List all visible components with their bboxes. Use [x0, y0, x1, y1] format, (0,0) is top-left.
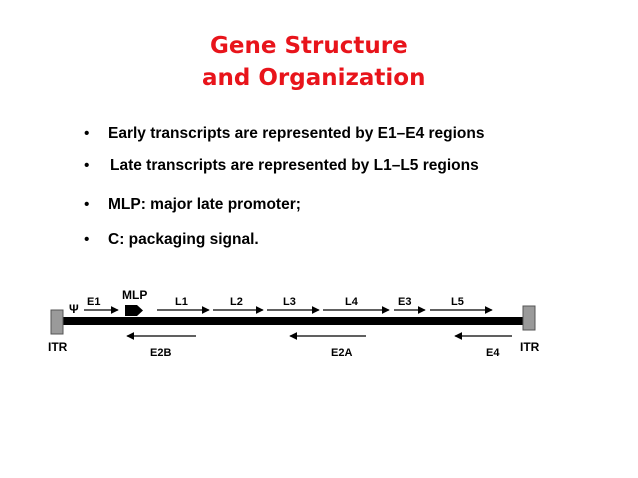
bullet-text: MLP: major late promoter;: [108, 196, 301, 213]
l3-label: L3: [283, 296, 296, 308]
bullet-dot: •: [84, 231, 90, 248]
title-line-1: Gene Structure: [210, 33, 408, 59]
e4-label: E4: [486, 347, 500, 359]
bullet-late-transcripts: • Late transcripts are represented by L1–…: [84, 157, 479, 175]
e1-label: E1: [87, 296, 100, 308]
e2a-label: E2A: [331, 347, 352, 359]
bullet-mlp: • MLP: major late promoter;: [84, 196, 301, 214]
bullet-text: C: packaging signal.: [108, 231, 259, 248]
bullet-early-transcripts: • Early transcripts are represented by E1…: [84, 125, 484, 143]
e3-label: E3: [398, 296, 411, 308]
itr-right-label: ITR: [520, 340, 540, 354]
genome-backbone: [62, 317, 524, 325]
e2b-label: E2B: [150, 347, 171, 359]
title-line-2: and Organization: [202, 65, 426, 91]
l5-label: L5: [451, 296, 464, 308]
l2-label: L2: [230, 296, 243, 308]
bullet-text: Early transcripts are represented by E1–…: [108, 125, 485, 142]
itr-right-box: [522, 305, 536, 331]
bullet-dot: •: [84, 157, 90, 174]
bullet-text: Late transcripts are represented by L1–L…: [110, 157, 479, 174]
l1-label: L1: [175, 296, 188, 308]
bullet-packaging-signal: • C: packaging signal.: [84, 231, 259, 249]
bullet-dot: •: [84, 125, 90, 142]
psi-label: Ψ: [69, 302, 79, 316]
mlp-label: MLP: [122, 288, 147, 302]
l4-label: L4: [345, 296, 359, 308]
bullet-dot: •: [84, 196, 90, 213]
mlp-promoter-arrow: [125, 305, 143, 316]
itr-left-box: [50, 309, 64, 335]
itr-left-label: ITR: [48, 340, 68, 354]
